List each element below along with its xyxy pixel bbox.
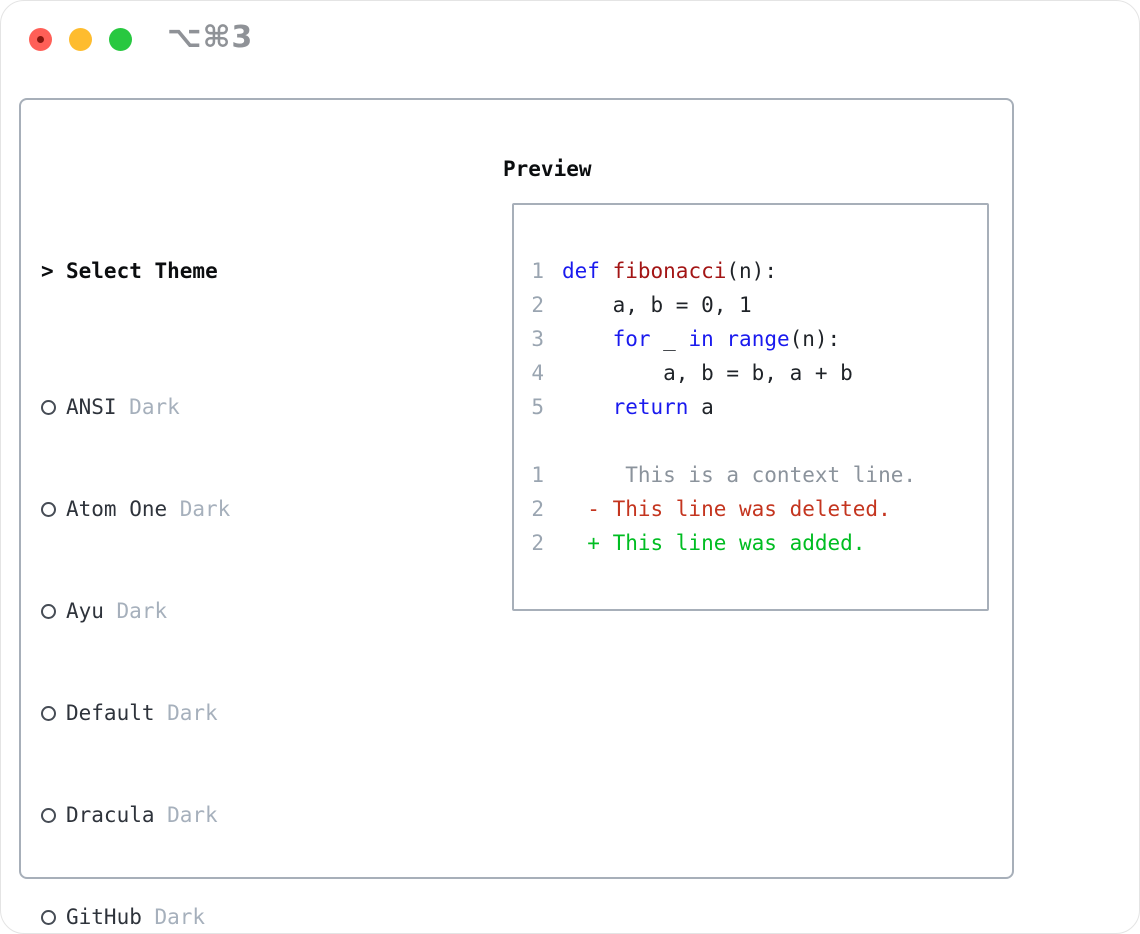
code-segment: (n): [726,259,777,283]
line-number: 1 [531,463,544,487]
theme-name: Default [66,701,155,725]
diff-context-line: 1 This is a context line. [531,458,987,492]
theme-option-atom-one-dark[interactable]: Atom One Dark [41,492,441,526]
diff-text: + This line was added. [562,531,866,555]
code-segment: _ [650,327,689,351]
theme-option-default-dark[interactable]: Default Dark [41,696,441,730]
theme-name: GitHub [66,905,142,929]
diff-deleted-line: 2 - This line was deleted. [531,492,987,526]
theme-variant: Dark [116,599,168,623]
radio-unselected-icon [41,705,66,721]
code-segment: in [688,327,714,351]
theme-dialog-panel: > Select Theme ANSI Dark Atom One Dark A… [19,98,1014,929]
code-segment: def [562,259,600,283]
theme-option-dracula-dark[interactable]: Dracula Dark [41,798,441,832]
code-line: 3 for _ in range(n): [531,322,987,356]
theme-variant: Dark [179,497,231,521]
theme-name: ANSI [66,395,117,419]
radio-unselected-icon [41,603,66,619]
code-line: 2 a, b = 0, 1 [531,288,987,322]
diff-text: This is a context line. [562,463,917,487]
line-number: 2 [531,497,544,521]
close-dot-icon [37,36,44,43]
select-theme-title: Select Theme [66,259,218,283]
zoom-button[interactable] [109,28,132,51]
theme-variant: Dark [167,701,218,725]
line-number: 2 [531,293,544,317]
code-line: 5 return a [531,390,987,424]
line-number: 2 [531,531,544,555]
minimize-button[interactable] [69,28,92,51]
theme-option-ansi-dark[interactable]: ANSI Dark [41,390,441,424]
theme-variant: Dark [167,803,218,827]
line-number: 3 [531,327,544,351]
code-segment: return [612,395,689,419]
theme-name: Ayu [66,599,104,623]
code-segment: a, b = b, a + b [562,361,853,385]
prompt-icon: > [41,259,54,283]
diff-added-line: 2 + This line was added. [531,526,987,560]
diff-text: - This line was deleted. [562,497,891,521]
code-segment: a, b = 0, 1 [562,293,752,317]
code-segment: for [612,327,651,351]
theme-variant: Dark [129,395,180,419]
code-segment [562,327,613,351]
code-line: 1 def fibonacci(n): [531,254,987,288]
code-segment: range [726,327,790,351]
line-number: 5 [531,395,544,419]
theme-name: Atom One [66,497,168,521]
preview-title: Preview [503,157,592,181]
code-segment [562,395,613,419]
close-button[interactable] [29,28,52,51]
titlebar: ⌥⌘3 [1,1,1139,81]
radio-unselected-icon [41,501,66,517]
theme-variant: Dark [154,905,206,929]
line-number: 4 [531,361,544,385]
code-segment: fibonacci [612,259,727,283]
code-segment [600,259,613,283]
theme-name: Dracula [66,803,155,827]
code-line: 4 a, b = b, a + b [531,356,987,390]
radio-unselected-icon [41,399,66,415]
radio-unselected-icon [41,807,66,823]
code-segment [714,327,727,351]
theme-option-github-dark[interactable]: GitHub Dark [41,900,441,933]
keyboard-shortcut-label: ⌥⌘3 [167,20,254,55]
theme-option-ayu-dark[interactable]: Ayu Dark [41,594,441,628]
code-segment: (n): [789,327,841,351]
code-segment: a [688,395,714,419]
radio-unselected-icon [41,909,66,925]
line-number: 1 [531,259,544,283]
theme-list: > Select Theme ANSI Dark Atom One Dark A… [41,152,441,933]
select-theme-header: > Select Theme [41,254,441,288]
spacer [531,424,987,458]
